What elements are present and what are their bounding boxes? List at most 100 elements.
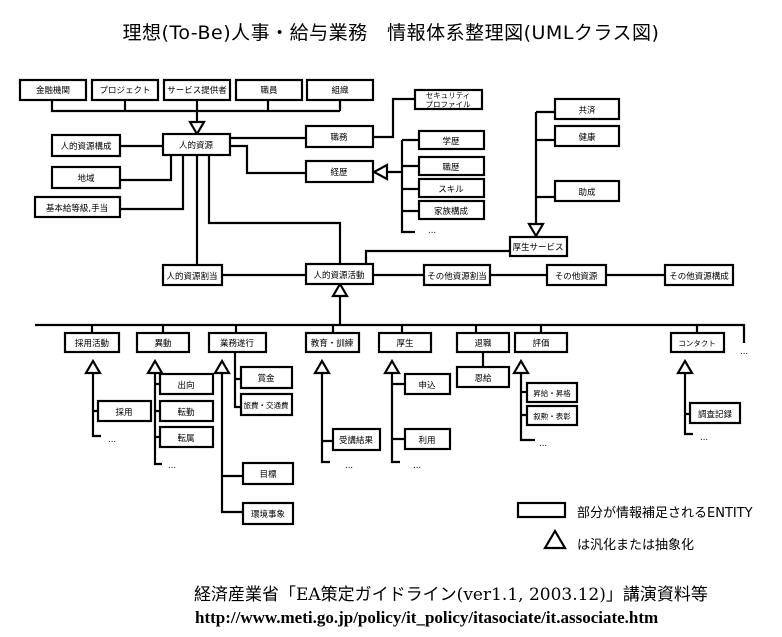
generalization-triangles [84,120,694,375]
entity-josei[interactable]: 助成 [553,179,621,203]
entity-label: 地域 [77,173,95,184]
keireki-more: ... [428,226,436,236]
entity-kihonkyu[interactable]: 基本給等級,手当 [33,195,122,219]
entity-kosei-service[interactable]: 厚生サービス [508,235,569,258]
entity-kenko[interactable]: 健康 [553,124,621,148]
kyoiku-subtree [320,373,333,464]
entity-jukou-kekka[interactable]: 受講結果 [331,427,382,452]
entity-jinteki-shigen[interactable]: 人的資源 [161,132,232,157]
entity-label: 基本給等級,手当 [46,203,108,214]
entity-contact[interactable]: コンタクト [669,331,726,354]
entity-tenkin[interactable]: 転勤 [158,399,215,423]
diagram-title: 理想(To-Be)人事・給与業務 情報体系整理図(UMLクラス図) [122,22,660,44]
entity-label: 家族構成 [434,206,469,217]
entity-hyoka[interactable]: 評価 [513,331,569,354]
activities-more: ... [740,347,748,357]
entity-tenzoku[interactable]: 転属 [158,425,215,449]
entity-jinteki-wariate[interactable]: 人的資源割当 [161,263,224,287]
kosei-subtree [390,373,405,464]
entity-ido[interactable]: 異動 [135,331,191,354]
entity-label: 申込 [418,380,436,391]
entity-label: 人的資源構成 [60,141,112,152]
tri-ido [146,358,164,375]
entity-label: 厚生 [396,338,414,349]
entity-label: 調査記録 [698,409,733,420]
entity-chosa-kiroku[interactable]: 調査記録 [688,401,742,425]
entity-project[interactable]: プロジェクト [90,78,160,102]
tri-kyoiku [313,358,331,375]
entity-taishoku[interactable]: 退職 [455,331,511,354]
entity-label: プロジェクト [99,86,150,96]
entity-ryohi[interactable]: 旅費・交通費 [239,392,294,417]
hyoka-more: ... [539,439,547,449]
activity-drops [90,325,699,333]
entity-sonota-shigen[interactable]: その他資源 [545,263,608,287]
entity-label: 厚生サービス [512,242,563,253]
entity-riyo[interactable]: 利用 [403,427,452,451]
entity-boxes[interactable]: 金融機関 プロジェクト サービス提供者 職員 組織 人的資源 人的資源構成 地域… [18,78,748,526]
entity-skill[interactable]: スキル [417,177,486,199]
entity-shokuin[interactable]: 職員 [234,78,304,102]
connectors [35,97,746,514]
legend [516,501,567,550]
entity-chiiki[interactable]: 地域 [50,165,122,190]
entity-mokuhyo[interactable]: 目標 [241,461,295,486]
entity-sonota-wariate[interactable]: その他資源割当 [422,263,492,287]
entity-label: 転属 [177,434,194,444]
entity-shoyo[interactable]: 賞金 [239,365,294,390]
entity-jinteki-katsudo[interactable]: 人的資源活動 [304,262,375,286]
entity-label: 利用 [418,435,435,446]
entity-keireki[interactable]: 経歴 [304,159,375,184]
entity-saiyo[interactable]: 採用 [96,399,153,423]
entity-moshikomi[interactable]: 申込 [403,372,452,396]
kyoiku-more: ... [345,461,353,471]
entity-label: 職務 [330,132,348,143]
welfare-children-bus [534,110,555,224]
tri-katsudo [331,281,349,298]
entity-sonota-kousei[interactable]: その他資源構成 [663,263,735,287]
entity-label: 目標 [259,469,277,480]
tri-hyoka [512,358,530,375]
entity-label: 学歴 [442,136,460,147]
entity-label: 共済 [578,105,596,116]
kosei-more: ... [413,461,421,471]
keireki-children-bus [387,138,419,234]
entity-kyosai[interactable]: 共済 [553,97,621,121]
tri-kosei [383,358,401,375]
entity-onkyu[interactable]: 恩給 [455,365,511,389]
entity-label: 人的資源 [179,140,214,151]
entity-label: スキル [438,185,464,195]
entity-service-provider[interactable]: サービス提供者 [162,78,232,102]
entity-kazoku[interactable]: 家族構成 [417,199,486,221]
entity-label: 業務遂行 [220,338,255,349]
entity-gyomu-suiko[interactable]: 業務遂行 [207,331,268,354]
entity-shokureki[interactable]: 職歴 [417,155,486,177]
entity-shukko[interactable]: 出向 [158,372,215,396]
entity-label: 経歴 [330,167,348,178]
entity-label: 叙勲・表彰 [533,411,571,421]
entity-kosei[interactable]: 厚生 [377,331,433,354]
entity-label: 環境事象 [251,509,286,520]
entity-label: 人的資源割当 [166,271,217,282]
entity-kunsho[interactable]: 叙勲・表彰 [525,404,579,427]
entity-label: 健康 [578,132,596,143]
entity-label: サービス提供者 [167,85,227,96]
entity-label-line2: プロファイル [426,100,471,109]
entity-label: 評価 [532,338,550,349]
legend-triangle-label: は汎化または抽象化 [577,538,695,553]
entity-kankyo[interactable]: 環境事象 [241,501,295,526]
entity-kinyu[interactable]: 金融機関 [18,78,88,102]
entity-jinteki-kousei[interactable]: 人的資源構成 [50,133,122,158]
entity-gakureki[interactable]: 学歴 [417,129,486,151]
entity-kyoiku-kunren[interactable]: 教育・訓練 [304,331,361,354]
entity-soshiki[interactable]: 組織 [305,78,375,102]
entity-label: コンタクト [678,339,716,348]
entity-shokyu[interactable]: 昇給・昇格 [525,381,579,404]
entity-shokumu[interactable]: 職務 [304,124,375,149]
tri-jinteki-shigen [188,120,206,137]
entity-label: 職歴 [442,163,460,173]
entity-label: 昇給・昇格 [533,388,571,398]
entity-saiyo-katsudo[interactable]: 採用活動 [63,331,121,354]
